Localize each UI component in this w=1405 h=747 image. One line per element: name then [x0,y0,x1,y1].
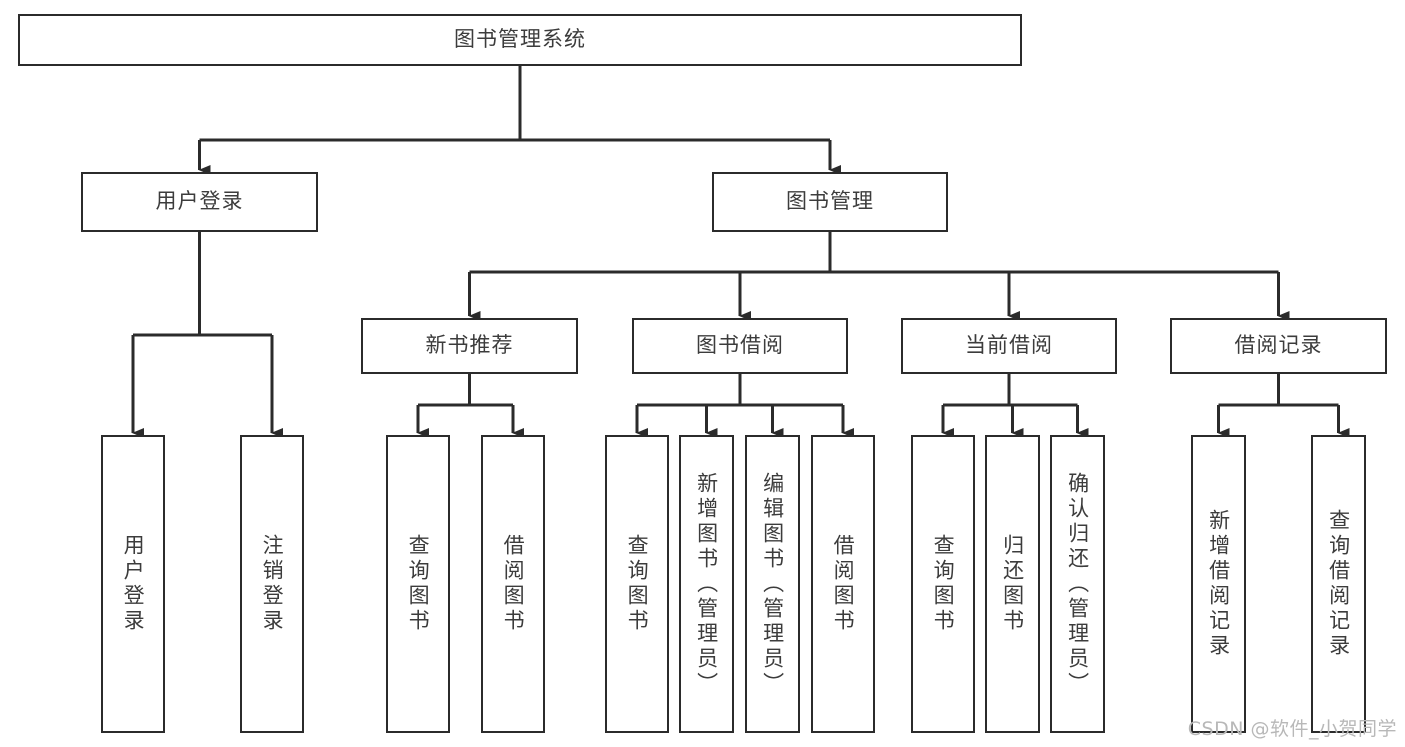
leaf-label: 借阅图书 [831,534,856,634]
leaf-label: 注销登录 [260,534,285,634]
leaf-label: 新增借阅记录 [1206,509,1231,659]
leaf-label: 新增图书（管理员） [694,471,719,697]
leaf-label: 用户登录 [121,534,146,634]
leaf-label: 查询图书 [625,534,650,634]
leaf-label: 编辑图书（管理员） [760,471,785,697]
leaf-label: 借阅图书 [501,534,526,634]
leaf-return-book[interactable]: 归还图书 [985,435,1040,733]
leaf-add-record[interactable]: 新增借阅记录 [1191,435,1246,733]
node-user-login[interactable]: 用户登录 [81,172,318,232]
node-book-management[interactable]: 图书管理 [712,172,948,232]
leaf-edit-book[interactable]: 编辑图书（管理员） [745,435,800,733]
leaf-query-book-3[interactable]: 查询图书 [911,435,975,733]
node-new-book-recommend[interactable]: 新书推荐 [361,318,578,374]
node-borrow-record[interactable]: 借阅记录 [1170,318,1387,374]
node-book-borrow[interactable]: 图书借阅 [632,318,848,374]
leaf-label: 归还图书 [1000,534,1025,634]
node-current-borrow[interactable]: 当前借阅 [901,318,1117,374]
node-root[interactable]: 图书管理系统 [18,14,1022,66]
leaf-borrow-book-1[interactable]: 借阅图书 [481,435,545,733]
leaf-query-book-2[interactable]: 查询图书 [605,435,669,733]
leaf-user-login[interactable]: 用户登录 [101,435,165,733]
leaf-label: 确认归还（管理员） [1065,471,1090,697]
leaf-label: 查询图书 [406,534,431,634]
leaf-query-book-1[interactable]: 查询图书 [386,435,450,733]
leaf-query-record[interactable]: 查询借阅记录 [1311,435,1366,733]
leaf-add-book[interactable]: 新增图书（管理员） [679,435,734,733]
watermark-text: CSDN @软件_小贺同学 [1187,718,1397,740]
leaf-label: 查询图书 [931,534,956,634]
leaf-logout[interactable]: 注销登录 [240,435,304,733]
leaf-confirm-return[interactable]: 确认归还（管理员） [1050,435,1105,733]
leaf-label: 查询借阅记录 [1326,509,1351,659]
leaf-borrow-book-2[interactable]: 借阅图书 [811,435,875,733]
